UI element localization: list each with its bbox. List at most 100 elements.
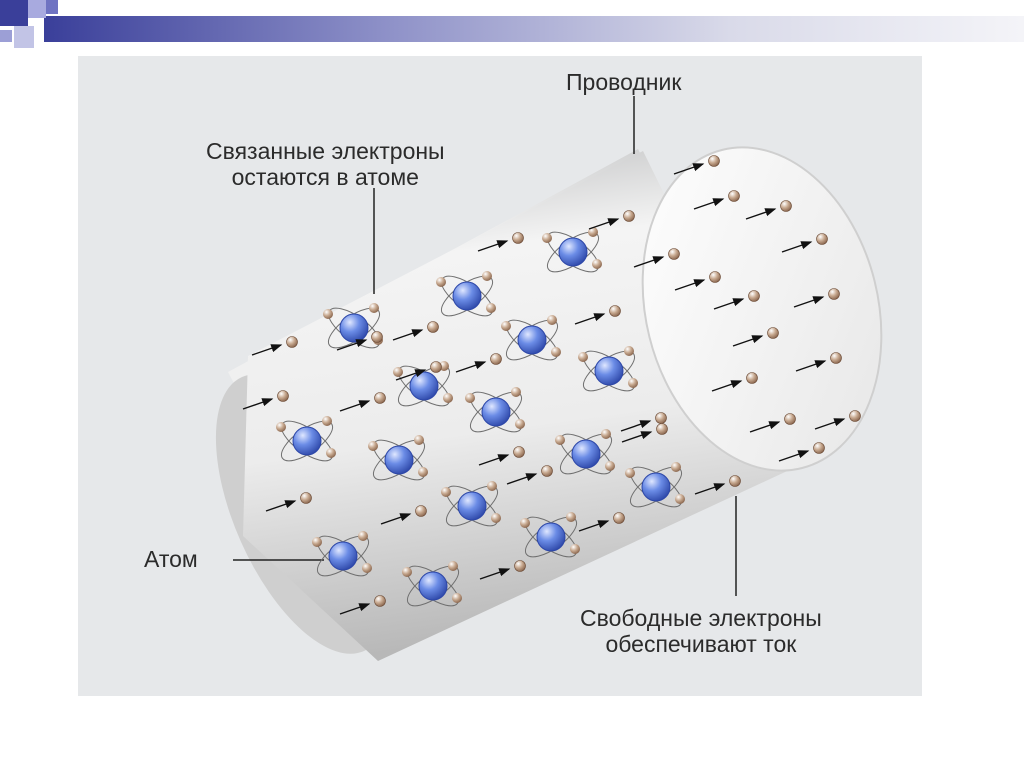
electron	[287, 337, 298, 348]
bound-electron	[675, 494, 685, 504]
bound-electron	[393, 367, 403, 377]
electron	[785, 414, 796, 425]
electron	[747, 373, 758, 384]
nucleus	[410, 372, 438, 400]
electron	[850, 411, 861, 422]
electron	[624, 211, 635, 222]
conductor-diagram: Проводник Связанные электроны остаются в…	[78, 56, 922, 696]
bound-electron	[436, 277, 446, 287]
nucleus	[329, 542, 357, 570]
nucleus	[453, 282, 481, 310]
nucleus	[537, 523, 565, 551]
electron	[428, 322, 439, 333]
bound-electron	[448, 561, 458, 571]
header-square-dark	[0, 0, 28, 26]
bound-electrons-line-2: остаются в атоме	[206, 164, 445, 190]
bound-electron	[358, 531, 368, 541]
nucleus	[385, 446, 413, 474]
bound-electron	[671, 462, 681, 472]
electron	[669, 249, 680, 260]
bound-electron	[323, 309, 333, 319]
nucleus	[419, 572, 447, 600]
bound-electron	[566, 512, 576, 522]
electron	[829, 289, 840, 300]
electron	[491, 354, 502, 365]
electron	[817, 234, 828, 245]
bound-electron	[418, 467, 428, 477]
bound-electron	[570, 544, 580, 554]
nucleus	[340, 314, 368, 342]
electron	[278, 391, 289, 402]
bound-electron	[368, 441, 378, 451]
bound-electron	[592, 259, 602, 269]
electron	[749, 291, 760, 302]
bound-electron	[491, 513, 501, 523]
bound-electron	[482, 271, 492, 281]
header-square-light	[28, 0, 46, 18]
atom-label: Атом	[144, 546, 198, 572]
nucleus	[293, 427, 321, 455]
nucleus	[458, 492, 486, 520]
diagram-graphics	[78, 56, 922, 696]
nucleus	[595, 357, 623, 385]
bound-electron	[369, 303, 379, 313]
free-electrons-line-2: обеспечивают ток	[580, 631, 822, 657]
bound-electron	[551, 347, 561, 357]
free-electrons-line-1: Свободные электроны	[580, 605, 822, 631]
bound-electrons-label: Связанные электроны остаются в атоме	[206, 138, 445, 190]
electron	[542, 466, 553, 477]
bound-electron	[452, 593, 462, 603]
nucleus	[559, 238, 587, 266]
bound-electron	[547, 315, 557, 325]
electron	[656, 413, 667, 424]
bound-electron	[443, 393, 453, 403]
electron	[301, 493, 312, 504]
electron	[431, 362, 442, 373]
bound-electron	[312, 537, 322, 547]
conductor-label: Проводник	[566, 69, 681, 95]
bound-electron	[555, 435, 565, 445]
electron	[514, 447, 525, 458]
electron	[614, 513, 625, 524]
header-square-small	[0, 30, 12, 42]
free-electrons-label: Свободные электроны обеспечивают ток	[580, 605, 822, 657]
header-square-light-2	[14, 26, 34, 48]
header-gradient-bar	[44, 16, 1024, 42]
electron	[375, 393, 386, 404]
bound-electron	[601, 429, 611, 439]
electron	[710, 272, 721, 283]
electron	[730, 476, 741, 487]
slide-header-decoration	[0, 0, 1024, 56]
bound-electron	[542, 233, 552, 243]
nucleus	[482, 398, 510, 426]
bound-electron	[414, 435, 424, 445]
electron	[372, 332, 383, 343]
bound-electron	[624, 346, 634, 356]
electron	[729, 191, 740, 202]
bound-electron	[487, 481, 497, 491]
bound-electron	[322, 416, 332, 426]
electron	[709, 156, 720, 167]
bound-electron	[628, 378, 638, 388]
bound-electron	[501, 321, 511, 331]
bound-electrons-line-1: Связанные электроны	[206, 138, 445, 164]
bound-electron	[402, 567, 412, 577]
bound-electron	[486, 303, 496, 313]
bound-electron	[520, 518, 530, 528]
bound-electron	[276, 422, 286, 432]
nucleus	[572, 440, 600, 468]
header-square-mid	[46, 0, 58, 14]
bound-electron	[465, 393, 475, 403]
bound-electron	[515, 419, 525, 429]
electron	[814, 443, 825, 454]
bound-electron	[605, 461, 615, 471]
bound-electron	[362, 563, 372, 573]
bound-electron	[511, 387, 521, 397]
bound-electron	[326, 448, 336, 458]
electron	[513, 233, 524, 244]
bound-electron	[625, 468, 635, 478]
electron	[768, 328, 779, 339]
electron	[831, 353, 842, 364]
electron	[416, 506, 427, 517]
nucleus	[642, 473, 670, 501]
